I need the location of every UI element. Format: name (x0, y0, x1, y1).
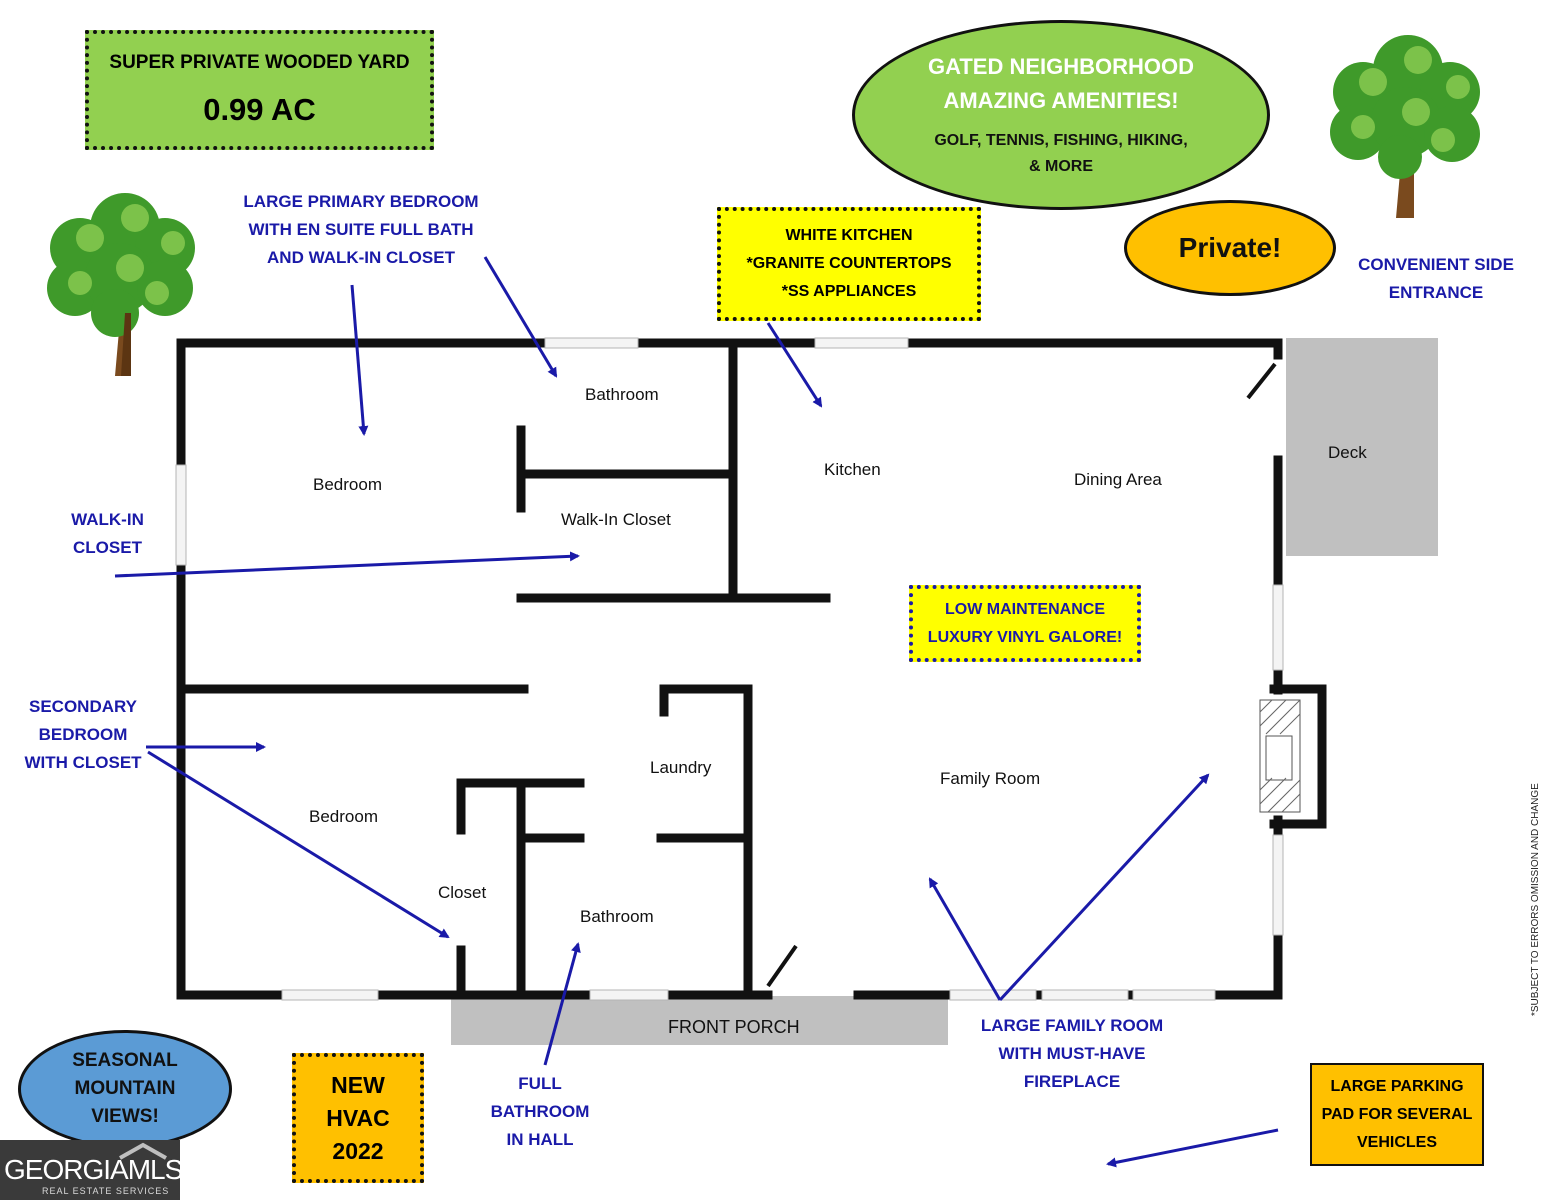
room-bathroom-bottom: Bathroom (580, 907, 654, 926)
note-line: BEDROOM (38, 725, 128, 744)
note-line: BATHROOM (490, 1102, 590, 1121)
note-primary-bedroom: LARGE PRIMARY BEDROOM WITH EN SUITE FULL… (231, 188, 491, 272)
room-bedroom-bottom: Bedroom (309, 807, 378, 826)
room-family: Family Room (940, 769, 1041, 788)
callout-arrows (114, 256, 1279, 1168)
disclaimer: *SUBJECT TO ERRORS OMISSION AND CHANGE (1530, 783, 1541, 1016)
room-bedroom-top: Bedroom (313, 475, 382, 494)
gated-line4: & MORE (1029, 158, 1093, 175)
kitchen-line3: *SS APPLIANCES (781, 283, 917, 300)
note-family-room: LARGE FAMILY ROOM WITH MUST-HAVE FIREPLA… (972, 1012, 1172, 1096)
note-line: CLOSET (73, 538, 142, 557)
kitchen-line2: *GRANITE COUNTERTOPS (746, 255, 952, 272)
tree-icon (47, 193, 195, 376)
vinyl-line2: LUXURY VINYL GALORE! (927, 628, 1123, 646)
note-line: WITH MUST-HAVE (998, 1044, 1146, 1063)
room-front-porch: FRONT PORCH (668, 1017, 800, 1037)
mountain-line2: MOUNTAIN (74, 1078, 176, 1099)
note-line: LARGE FAMILY ROOM (980, 1016, 1164, 1035)
note-secondary-bedroom: SECONDARY BEDROOM WITH CLOSET (18, 693, 148, 777)
gated-line1: GATED NEIGHBORHOOD (927, 54, 1195, 79)
note-line: WITH CLOSET (24, 753, 142, 772)
mountain-line3: VIEWS! (91, 1106, 159, 1127)
private-oval: Private! (1124, 200, 1336, 296)
parking-line2: PAD FOR SEVERAL (1321, 1105, 1473, 1123)
kitchen-line1: WHITE KITCHEN (785, 227, 913, 244)
vinyl-box: LOW MAINTENANCE LUXURY VINYL GALORE! (909, 585, 1141, 662)
gated-line2: AMAZING AMENITIES! (943, 88, 1179, 113)
note-line: FIREPLACE (1023, 1072, 1121, 1091)
roof-icon (119, 1142, 167, 1160)
logo-tagline: REAL ESTATE SERVICES (42, 1186, 170, 1196)
note-line: LARGE PRIMARY BEDROOM (243, 192, 479, 211)
room-dining: Dining Area (1074, 470, 1162, 489)
georgiamls-logo: GEORGIAMLS REAL ESTATE SERVICES (0, 1140, 183, 1200)
hvac-line1: NEW (331, 1071, 385, 1098)
mountain-line1: SEASONAL (72, 1050, 178, 1071)
doors (766, 362, 1277, 988)
note-side-entrance: CONVENIENT SIDE ENTRANCE (1356, 251, 1516, 307)
note-hall-bathroom: FULL BATHROOM IN HALL (480, 1070, 600, 1154)
fireplace (1259, 699, 1301, 813)
note-line: AND WALK-IN CLOSET (267, 248, 455, 267)
hvac-line3: 2022 (332, 1137, 384, 1164)
note-line: WALK-IN (71, 510, 144, 529)
hvac-line2: HVAC (326, 1104, 390, 1131)
room-laundry: Laundry (650, 758, 712, 777)
room-bathroom-top: Bathroom (585, 385, 659, 404)
private-text: Private! (1178, 232, 1282, 263)
note-line: FULL (518, 1074, 562, 1093)
note-walkin-closet: WALK-IN CLOSET (50, 506, 165, 562)
deck (1286, 338, 1438, 556)
note-line: ENTRANCE (1388, 283, 1484, 302)
note-line: IN HALL (506, 1130, 574, 1149)
walls (176, 338, 1327, 1000)
parking-box: LARGE PARKING PAD FOR SEVERAL VEHICLES (1310, 1063, 1484, 1166)
room-deck: Deck (1328, 443, 1367, 462)
kitchen-box: WHITE KITCHEN *GRANITE COUNTERTOPS *SS A… (717, 207, 981, 321)
note-line: CONVENIENT SIDE (1358, 255, 1514, 274)
tree-icon (1330, 35, 1480, 218)
hvac-box: NEW HVAC 2022 (292, 1053, 424, 1183)
note-line: SECONDARY (29, 697, 137, 716)
parking-line1: LARGE PARKING (1330, 1077, 1464, 1095)
vinyl-line1: LOW MAINTENANCE (945, 600, 1105, 618)
room-walkin-closet: Walk-In Closet (561, 510, 671, 529)
room-kitchen: Kitchen (824, 460, 881, 479)
yard-line1: SUPER PRIVATE WOODED YARD (109, 52, 410, 73)
front-porch (451, 996, 948, 1045)
gated-oval: GATED NEIGHBORHOOD AMAZING AMENITIES! GO… (852, 20, 1270, 210)
logo-brand: GEORGIAMLS (4, 1154, 183, 1185)
room-closet: Closet (438, 883, 487, 902)
yard-acreage: 0.99 AC (203, 92, 316, 127)
windows (175, 337, 1284, 1001)
note-line: WITH EN SUITE FULL BATH (248, 220, 474, 239)
yard-box: SUPER PRIVATE WOODED YARD 0.99 AC (85, 30, 434, 150)
parking-line3: VEHICLES (1356, 1133, 1437, 1151)
gated-line3: GOLF, TENNIS, FISHING, HIKING, (934, 132, 1188, 149)
mountain-oval: SEASONAL MOUNTAIN VIEWS! (18, 1030, 232, 1148)
